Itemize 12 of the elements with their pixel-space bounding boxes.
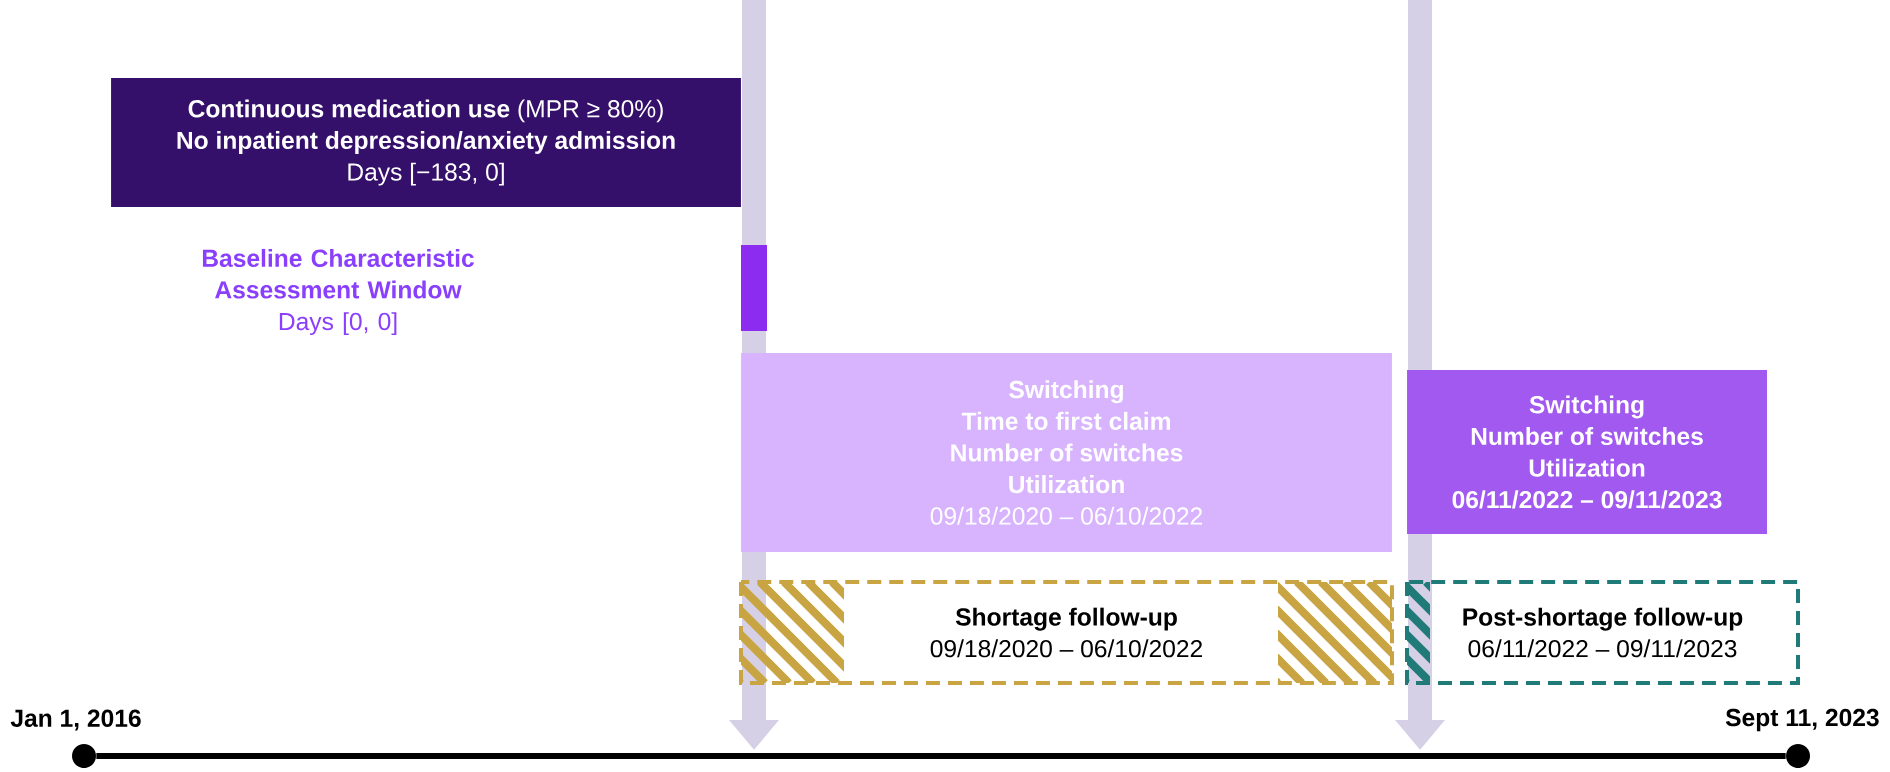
date-label: Jan 1, 2016	[10, 709, 141, 731]
follow-up-box: Shortage follow-up 09/18/2020 – 06/10/2022	[739, 580, 1394, 685]
period-box: Switching Time to first claim Number of switches Utilization 09/18/2020 – 06/10/2022	[741, 353, 1392, 552]
timeline-dot	[72, 744, 96, 768]
window-bar	[741, 245, 767, 331]
follow-up-box: Post-shortage follow-up 06/11/2022 – 09/11/2023	[1405, 580, 1800, 685]
date-label: Sept 11, 2023	[1725, 708, 1879, 732]
timeline-line	[96, 753, 1786, 759]
period-box: Switching Number of switches Utilization 06/11/2022 – 09/11/2023	[1407, 370, 1767, 534]
period-box: Continuous medication use (MPR ≥ 80%) No inpatient depression/anxiety admission Days [−183, 0]	[111, 78, 741, 207]
timeline-dot	[1786, 744, 1810, 768]
window-label: Baseline Characteristic Assessment Window Days [0, 0]	[202, 248, 474, 336]
